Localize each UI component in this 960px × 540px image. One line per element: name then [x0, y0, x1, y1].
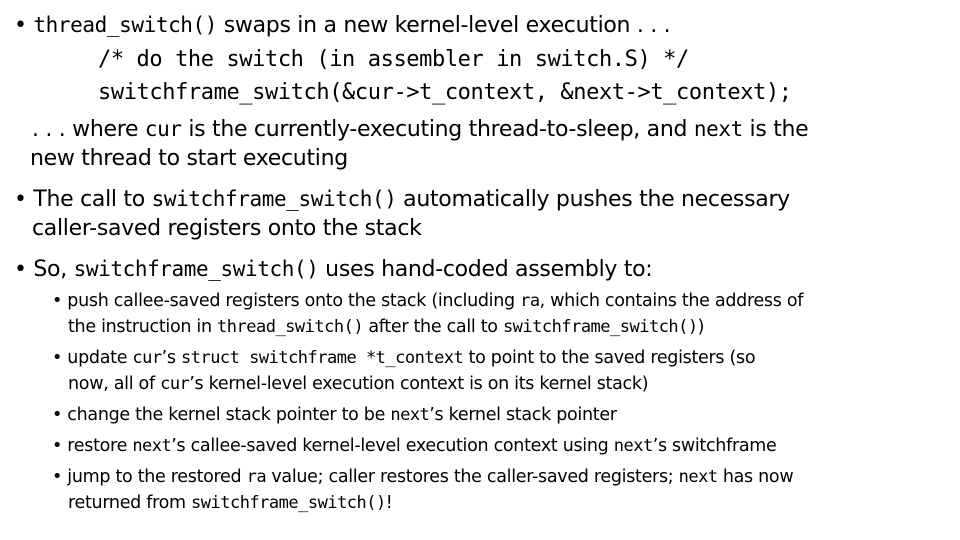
- bullet-3-line-1: • So, switchframe_switch() uses hand-cod…: [14, 254, 653, 285]
- sub-5-text-2: value; caller restores the caller-saved …: [266, 467, 679, 487]
- cont-text-2: is the currently-executing thread-to-sle…: [181, 117, 694, 142]
- code-struct-switchframe: struct switchframe *t_context: [180, 348, 464, 368]
- code-switchframe-switch: switchframe_switch(): [73, 257, 319, 281]
- code-cur: cur: [132, 348, 162, 368]
- sub-3-text-1: change the kernel stack pointer to be: [67, 405, 391, 425]
- sub-bullet-2-line-2: now, all of cur’s kernel-level execution…: [68, 371, 649, 397]
- code-switchframe-switch: switchframe_switch(): [191, 493, 386, 513]
- sub-bullet-5-line-1: • jump to the restored ra value; caller …: [52, 464, 794, 490]
- cont-text-1: . . . where: [32, 117, 145, 142]
- sub-bullet-1-line-1: • push callee-saved registers onto the s…: [52, 288, 803, 314]
- cont-text-3: is the: [742, 117, 809, 142]
- code-call-line: switchframe_switch(&cur->t_context, &nex…: [98, 80, 792, 105]
- sub-2-text-4: now, all of: [68, 374, 161, 394]
- sub-2-text-2: ’s: [161, 348, 181, 368]
- code-cur: cur: [160, 374, 190, 394]
- bullet-marker: •: [14, 187, 27, 212]
- sub-bullet-4-line-1: • restore next’s callee-saved kernel-lev…: [52, 433, 777, 459]
- code-next: next: [678, 467, 718, 487]
- sub-2-text-1: update: [67, 348, 133, 368]
- sub-4-text-1: restore: [67, 436, 133, 456]
- code-comment-line: /* do the switch (in assembler in switch…: [98, 47, 689, 72]
- bullet-2-text-1: The call to: [33, 187, 152, 212]
- code-switchframe-switch: switchframe_switch(): [151, 187, 397, 211]
- sub-bullet-marker: •: [52, 467, 63, 487]
- code-cur: cur: [144, 117, 182, 141]
- sub-1-text-2: , which contains the address of: [539, 291, 804, 311]
- sub-5-text-5: !: [385, 493, 393, 513]
- bullet-2-line-2: caller-saved registers onto the stack: [32, 216, 422, 241]
- code-next: next: [132, 436, 172, 456]
- code-next: next: [390, 405, 430, 425]
- sub-3-text-2: ’s kernel stack pointer: [429, 405, 617, 425]
- bullet-1-text: swaps in a new kernel-level execution . …: [217, 13, 671, 38]
- bullet-3-text-2: uses hand-coded assembly to:: [318, 257, 653, 282]
- sub-bullet-1-line-2: the instruction in thread_switch() after…: [68, 314, 704, 340]
- sub-bullet-5-line-2: returned from switchframe_switch()!: [68, 490, 393, 516]
- code-next: next: [693, 117, 743, 141]
- sub-bullet-2-line-1: • update cur’s struct switchframe *t_con…: [52, 345, 756, 371]
- sub-bullet-3-line-1: • change the kernel stack pointer to be …: [52, 402, 617, 428]
- sub-2-text-5: ’s kernel-level execution context is on …: [189, 374, 649, 394]
- sub-1-text-4: after the call to: [363, 317, 503, 337]
- bullet-2-text-2: automatically pushes the necessary: [396, 187, 790, 212]
- bullet-2-line-1: • The call to switchframe_switch() autom…: [14, 184, 790, 215]
- sub-5-text-3: has now: [717, 467, 794, 487]
- sub-bullet-marker: •: [52, 291, 63, 311]
- sub-2-text-3: to point to the saved registers (so: [463, 348, 756, 368]
- sub-bullet-marker: •: [52, 405, 63, 425]
- sub-4-text-2: ’s callee-saved kernel-level execution c…: [171, 436, 614, 456]
- bullet-1-cont-line-2: new thread to start executing: [30, 146, 348, 171]
- sub-bullet-marker: •: [52, 436, 63, 456]
- sub-bullet-marker: •: [52, 348, 63, 368]
- code-ra: ra: [520, 291, 540, 311]
- sub-5-text-4: returned from: [68, 493, 192, 513]
- code-switchframe-switch: switchframe_switch(): [502, 317, 698, 337]
- sub-1-text-3: the instruction in: [68, 317, 218, 337]
- bullet-1-cont-line-1: . . . where cur is the currently-executi…: [32, 114, 809, 145]
- sub-4-text-3: ’s switchframe: [652, 436, 777, 456]
- bullet-marker: •: [14, 257, 27, 282]
- sub-1-text-1: push callee-saved registers onto the sta…: [67, 291, 521, 311]
- code-thread-switch: thread_switch(): [217, 317, 364, 337]
- code-ra: ra: [246, 467, 267, 487]
- sub-1-text-5: ): [697, 317, 705, 337]
- code-next: next: [613, 436, 653, 456]
- sub-5-text-1: jump to the restored: [67, 467, 247, 487]
- bullet-1-line-1: • thread_switch() swaps in a new kernel-…: [14, 10, 671, 41]
- bullet-marker: •: [14, 13, 27, 38]
- code-thread-switch: thread_switch(): [33, 13, 218, 37]
- bullet-3-text-1: So,: [33, 257, 74, 282]
